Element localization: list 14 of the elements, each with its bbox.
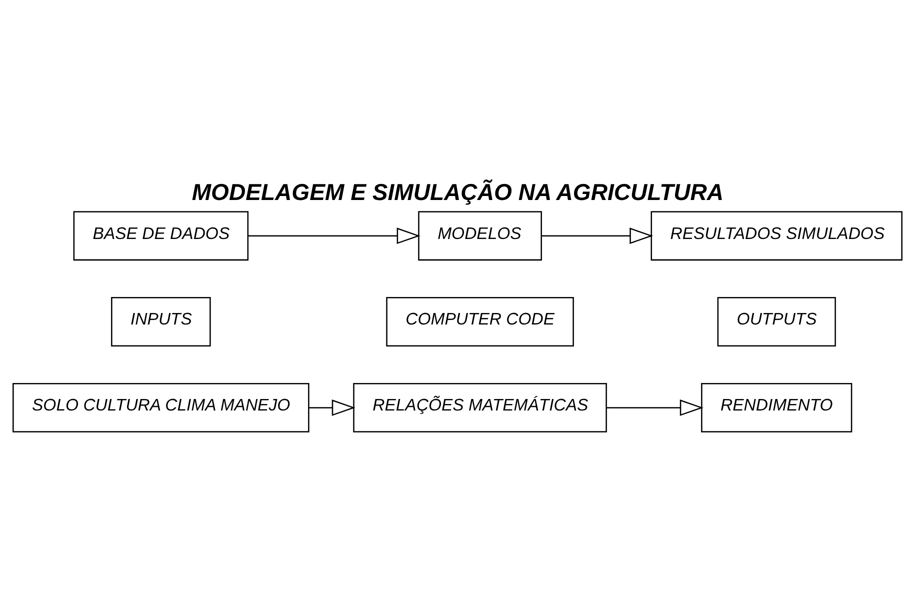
node-box: COMPUTER CODE [386, 297, 574, 346]
node-box: BASE DE DADOS [73, 211, 249, 261]
diagram-title: MODELAGEM E SIMULAÇÃO NA AGRICULTURA [192, 178, 724, 205]
node-box: RELAÇÕES MATEMÁTICAS [353, 382, 607, 432]
arrow [308, 399, 356, 416]
arrow [248, 228, 420, 244]
node-box: RESULTADOS SIMULADOS [650, 211, 902, 261]
node-box: INPUTS [111, 297, 211, 346]
arrow [606, 399, 704, 416]
node-box: SOLO CULTURA CLIMA MANEJO [12, 382, 310, 432]
node-box: OUTPUTS [717, 297, 836, 346]
node-box: RENDIMENTO [701, 382, 852, 432]
arrow [541, 228, 654, 244]
node-box: MODELOS [418, 211, 542, 261]
